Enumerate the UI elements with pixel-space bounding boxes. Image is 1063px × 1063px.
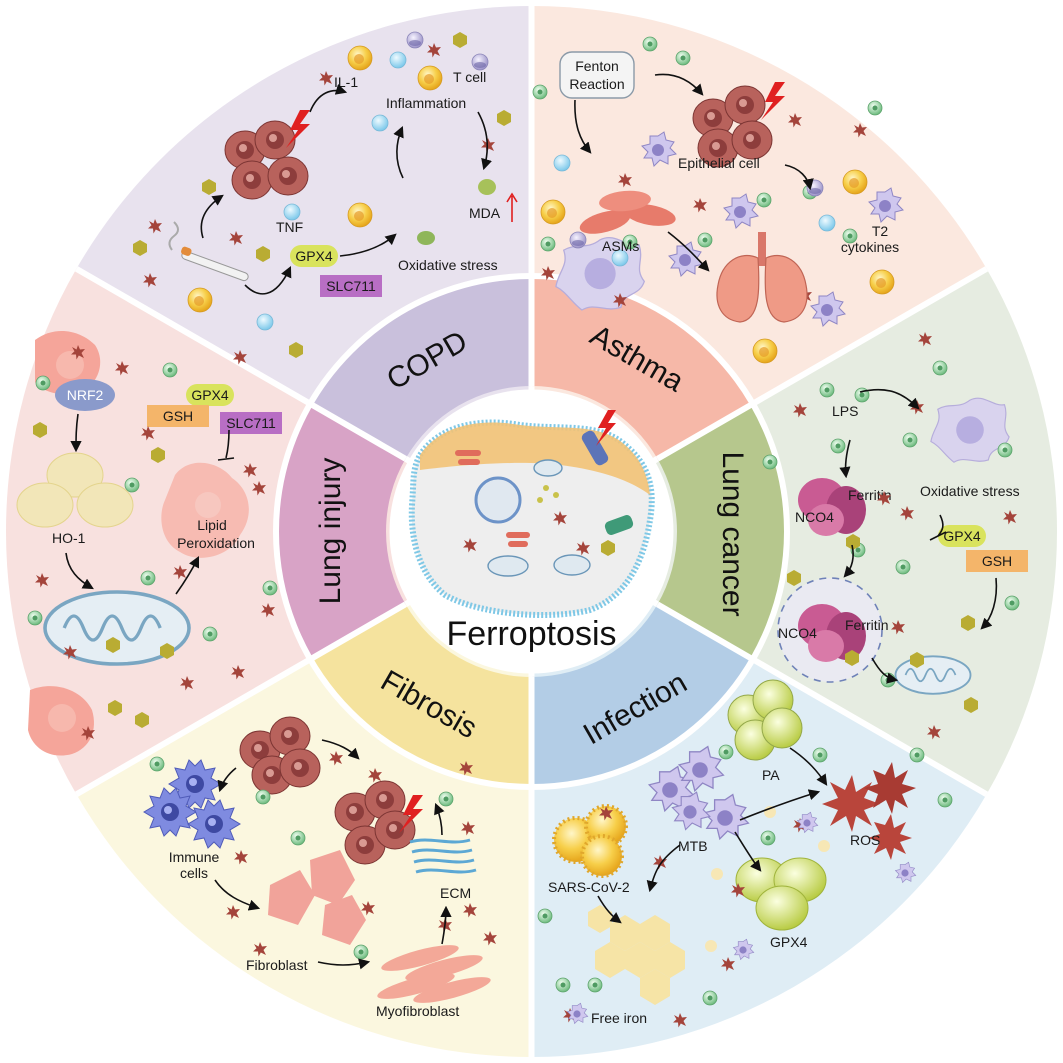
lungs-icon bbox=[716, 232, 808, 323]
free-iron-hexagons-icon bbox=[588, 905, 685, 1005]
inj-lipid-label-line2: Peroxidation bbox=[177, 535, 255, 551]
damaged-cell-icon bbox=[161, 462, 249, 558]
slc-badge bbox=[320, 275, 382, 297]
cigarette-icon bbox=[181, 250, 249, 282]
ring-label-lung-cancer: Lung cancer bbox=[716, 451, 749, 616]
inf-free-iron-label: Free iron bbox=[591, 1010, 647, 1026]
copd-tcell-label: T cell bbox=[453, 69, 486, 85]
nucleus-icon bbox=[474, 476, 522, 524]
inj-lipid-label-line1: Lipid bbox=[197, 517, 227, 533]
asthma-arrows bbox=[574, 73, 814, 272]
fib-myofibroblast-label: Myofibroblast bbox=[376, 1003, 459, 1019]
lung-cancer-arrows bbox=[839, 388, 998, 684]
center-ferroptosis: Ferroptosis bbox=[389, 389, 674, 674]
lc-gpx4-badge bbox=[938, 525, 986, 547]
inf-pa-label: PA bbox=[762, 767, 780, 783]
asthma-asms-label: ASMs bbox=[602, 238, 639, 254]
copd-tnf-label: TNF bbox=[276, 219, 303, 235]
ring-infection bbox=[531, 604, 753, 787]
inj-ho1-label: HO-1 bbox=[52, 530, 86, 546]
fibroblast-icon bbox=[268, 850, 366, 945]
inj-nrf2-label: NRF2 bbox=[67, 387, 104, 403]
infection-arrows bbox=[597, 747, 828, 924]
asthma-epithelial-label: Epithelial cell bbox=[678, 155, 760, 171]
pa-bacteria-icon bbox=[727, 679, 803, 761]
infection-content: PA MTB ROS SARS-CoV-2 GPX4 Free iron bbox=[537, 679, 953, 1028]
fib-ecm-label: ECM bbox=[440, 885, 471, 901]
inf-gpx4-label: GPX4 bbox=[770, 934, 808, 950]
ring-asthma bbox=[531, 276, 753, 459]
ring-lung-cancer bbox=[657, 403, 788, 660]
lc-gpx4-label: GPX4 bbox=[943, 528, 981, 544]
fibrosis-arrows bbox=[214, 739, 452, 970]
sars-cov-2-icon bbox=[552, 804, 628, 878]
inj-slc-badge bbox=[220, 412, 282, 434]
ho1-enzyme-icon bbox=[16, 452, 134, 528]
copd-mda-label: MDA bbox=[469, 205, 501, 221]
lightning-icon bbox=[286, 110, 310, 148]
fib-immune-label-line1: Immune bbox=[169, 849, 220, 865]
ring-copd bbox=[310, 276, 532, 459]
asthma-t2-label-line2: cytokines bbox=[841, 239, 899, 255]
fib-fibroblast-label: Fibroblast bbox=[246, 957, 308, 973]
ring-label-lung-injury: Lung injury bbox=[314, 458, 347, 605]
nrf2-badge bbox=[55, 379, 115, 411]
inj-gpx4-badge bbox=[186, 384, 234, 406]
inf-mtb-label: MTB bbox=[678, 838, 708, 854]
ros-icon bbox=[822, 762, 916, 860]
fib-immune-label-line2: cells bbox=[180, 865, 208, 881]
transporter-icon bbox=[581, 430, 634, 535]
copd-gpx4-label: GPX4 bbox=[295, 248, 333, 264]
lc-gsh-badge bbox=[966, 550, 1028, 572]
ferritin-complex-icon bbox=[798, 478, 866, 536]
asthma-fenton-line2: Reaction bbox=[569, 76, 624, 92]
lc-lps-label: LPS bbox=[832, 403, 858, 419]
lc-gsh-label: GSH bbox=[982, 553, 1012, 569]
inf-sars-label: SARS-CoV-2 bbox=[548, 879, 630, 895]
asthma-t2-label-line1: T2 bbox=[872, 223, 889, 239]
copd-content: GPX4 SLC711 IL-1 T cell Inflammation TNF… bbox=[133, 31, 645, 358]
copd-oxidative-label: Oxidative stress bbox=[398, 257, 498, 273]
lightning-icon bbox=[399, 795, 423, 833]
lc-oxidative-label: Oxidative stress bbox=[920, 483, 1020, 499]
lc-ferritin2-label: Ferritin bbox=[845, 617, 889, 633]
copd-slc-label: SLC711 bbox=[326, 278, 376, 294]
lightning-icon bbox=[596, 410, 616, 446]
lc-nco4-1-label: NCO4 bbox=[795, 509, 834, 525]
lung-cancer-content: GPX4 GSH LPS Oxidative stress Ferritin N… bbox=[762, 332, 1028, 740]
myofibroblast-icon bbox=[377, 945, 491, 1003]
inj-slc-label: SLC711 bbox=[226, 415, 276, 431]
asthma-content: Fenton Reaction Epithelial cell ASMs T2 … bbox=[532, 36, 904, 364]
copd-inflammation-label: Inflammation bbox=[386, 95, 466, 111]
up-arrow-icon bbox=[506, 192, 518, 222]
center-title: Ferroptosis bbox=[446, 615, 616, 653]
inf-ros-label: ROS bbox=[850, 832, 880, 848]
ring-fibrosis bbox=[310, 604, 532, 787]
lc-nco4-2-label: NCO4 bbox=[778, 625, 817, 641]
gpx4-cells-icon bbox=[735, 857, 827, 931]
inj-gpx4-label: GPX4 bbox=[191, 387, 229, 403]
ferritin-complex-icon bbox=[798, 604, 866, 662]
lung-injury-content: NRF2 GPX4 GSH SLC711 HO-1 Lipid Peroxida… bbox=[16, 330, 282, 756]
ecm-icon bbox=[409, 838, 477, 874]
cell-cytoplasm-icon bbox=[408, 419, 655, 618]
fibrosis-content: Immune cells ECM Fibroblast Myofibroblas… bbox=[143, 716, 497, 1019]
mda-droplet-icon bbox=[478, 179, 496, 195]
asm-muscle-icon bbox=[579, 190, 676, 234]
inj-gsh-label: GSH bbox=[163, 408, 193, 424]
inj-gsh-badge bbox=[147, 405, 209, 427]
fenton-box bbox=[559, 51, 635, 99]
golgi-icon bbox=[455, 450, 530, 547]
mitochondria-icon bbox=[487, 459, 591, 577]
lightning-icon bbox=[761, 82, 785, 120]
copd-il1-label: IL-1 bbox=[334, 74, 358, 90]
gpx4-badge bbox=[290, 245, 338, 267]
ring-lung-injury bbox=[275, 403, 406, 660]
asthma-fenton-line1: Fenton bbox=[575, 58, 619, 74]
lung-injury-arrows bbox=[65, 413, 235, 595]
pink-cell-icon bbox=[28, 686, 94, 756]
disease-ring: COPD Asthma Lung cancer Infection Fibros… bbox=[273, 273, 790, 790]
copd-arrows bbox=[200, 84, 492, 295]
